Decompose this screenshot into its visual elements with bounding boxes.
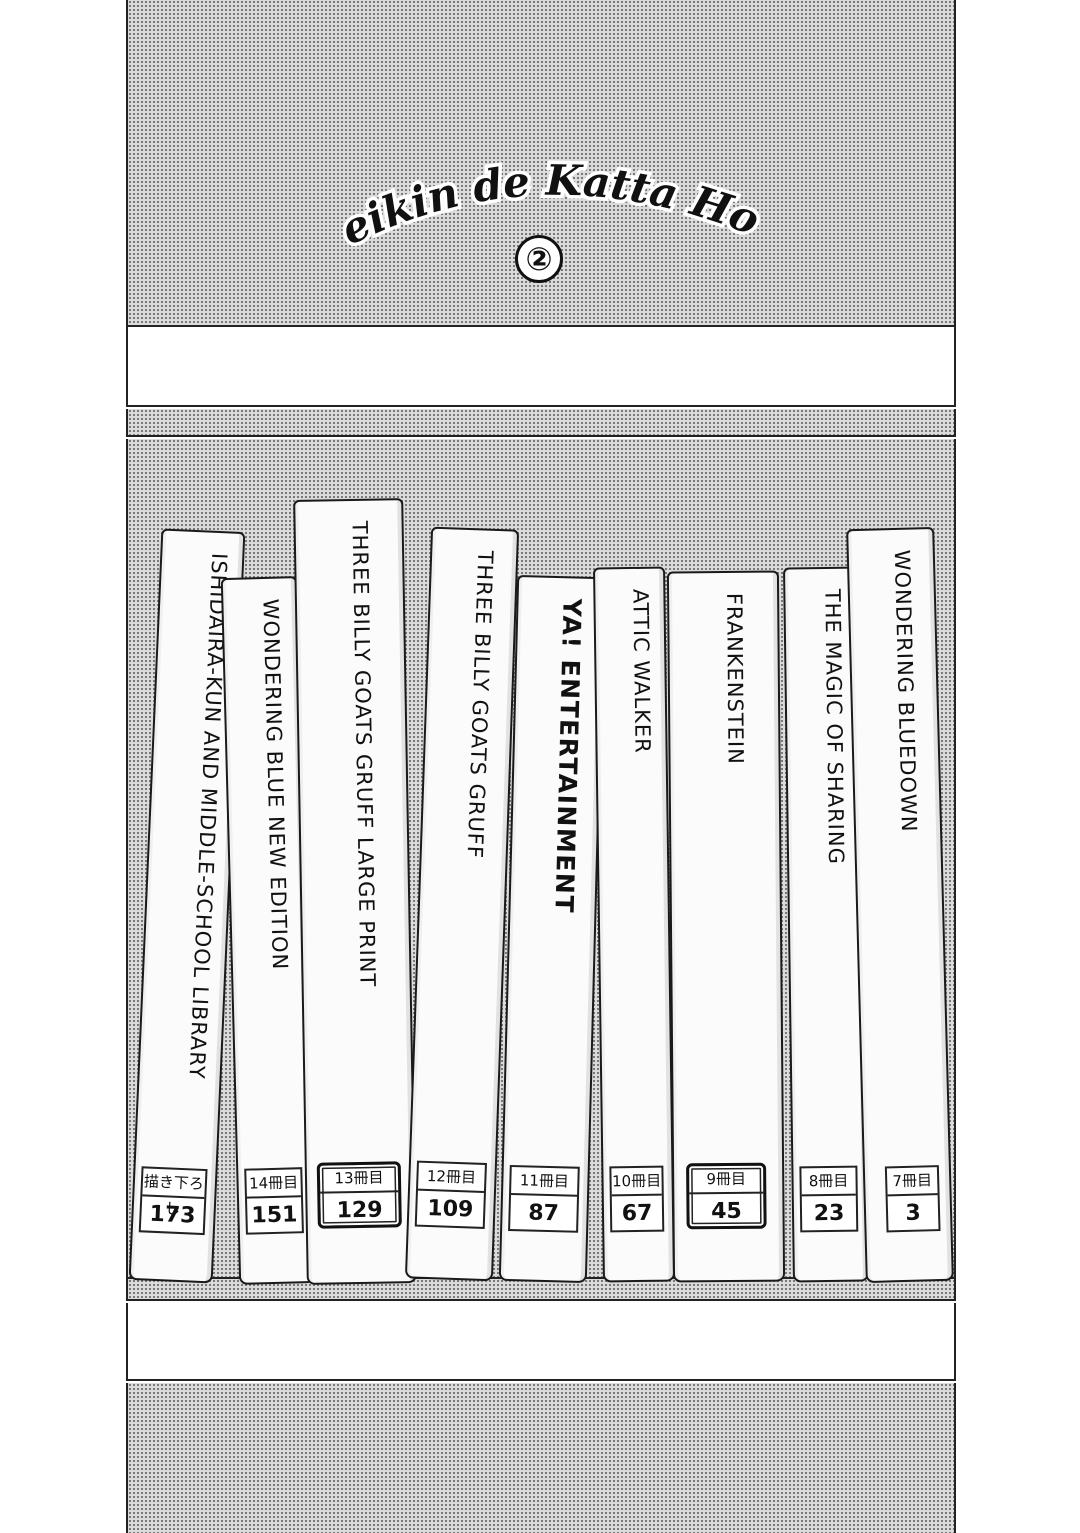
volume-label-text: 10冊目 (611, 1167, 662, 1197)
page-number: 109 (426, 1195, 474, 1223)
shelf-rim (126, 409, 956, 437)
volume-label-text: 12冊目 (417, 1162, 485, 1193)
volume-label-text: 7冊目 (886, 1167, 938, 1197)
volume-label-text: 8冊目 (801, 1167, 856, 1197)
page-number: 45 (711, 1198, 742, 1225)
book-spine[interactable]: ATTIC WALKER 10冊目 67 (593, 566, 675, 1283)
book-spine[interactable]: FRANKENSTEIN 9冊目 45 (666, 570, 786, 1283)
page-number: 151 (251, 1202, 298, 1229)
page-number: 3 (905, 1200, 922, 1226)
volume-label-text: 11冊目 (511, 1167, 578, 1197)
book-title: ISHIDAIRA-KUN AND MIDDLE-SCHOOL LIBRARY (184, 552, 232, 1080)
page-number: 173 (149, 1201, 196, 1229)
book-title: THREE BILLY GOATS GRUFF LARGE PRINT (347, 520, 380, 988)
book-title: THREE BILLY GOATS GRUFF (462, 550, 498, 860)
volume-label: 12冊目 109 (414, 1160, 487, 1229)
page-number: 87 (527, 1200, 560, 1227)
book-title: WONDERING BLUEDOWN (889, 549, 922, 833)
volume-label-text: 13冊目 (319, 1164, 399, 1194)
series-title: Zeikin de Katta Hon (126, 0, 770, 258)
svg-text:Zeikin de Katta Hon: Zeikin de Katta Hon (126, 0, 766, 254)
book-title: YA! ENTERTAINMENT (549, 598, 587, 915)
volume-label: 13冊目 129 (316, 1161, 402, 1229)
page-number: 67 (621, 1200, 653, 1227)
volume-label-text: 14冊目 (246, 1169, 301, 1199)
book-title: THE MAGIC OF SHARING (820, 588, 849, 866)
shelf-top-board (126, 327, 956, 407)
book-spine[interactable]: YA! ENTERTAINMENT 11冊目 87 (498, 574, 606, 1284)
volume-label: 10冊目 67 (609, 1165, 665, 1233)
volume-badge: ② (515, 235, 563, 283)
shelf-bottom-board (126, 1303, 956, 1381)
volume-label: 8冊目 23 (799, 1165, 859, 1233)
page-number: 129 (336, 1197, 383, 1224)
volume-label: 7冊目 3 (884, 1165, 941, 1233)
book-title: FRANKENSTEIN (722, 592, 748, 765)
volume-label: 11冊目 87 (508, 1164, 580, 1233)
volume-label: 描き下ろし 173 (138, 1166, 208, 1236)
book-title: WONDERING BLUE NEW EDITION (258, 598, 293, 971)
series-title-art: Zeikin de Katta Hon (126, 0, 770, 258)
page-number: 23 (813, 1200, 845, 1227)
bottom-panel (126, 1383, 956, 1533)
volume-label-text: 描き下ろし (142, 1168, 206, 1218)
title-panel (126, 0, 956, 327)
book-spine[interactable]: THREE BILLY GOATS GRUFF LARGE PRINT 13冊目… (293, 498, 417, 1285)
book-title: ATTIC WALKER (628, 588, 655, 754)
volume-label: 14冊目 151 (244, 1167, 304, 1235)
volume-label: 9冊目 45 (686, 1162, 767, 1230)
volume-label-text: 9冊目 (689, 1165, 764, 1195)
